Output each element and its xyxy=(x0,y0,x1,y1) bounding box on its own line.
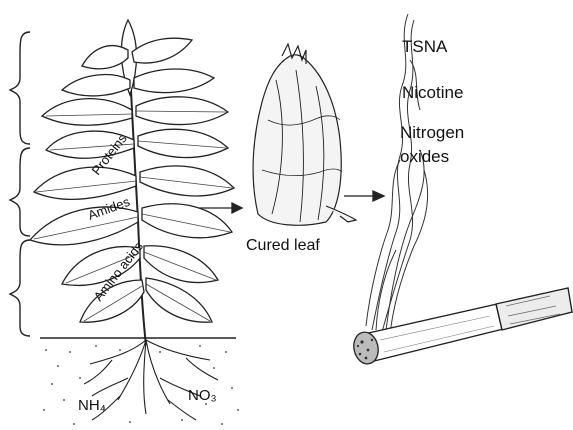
tobacco-plant xyxy=(30,20,234,345)
brace-top xyxy=(10,32,30,144)
leaf xyxy=(134,69,214,93)
cigarette xyxy=(351,288,572,366)
stage-braces xyxy=(10,32,30,336)
leaf xyxy=(146,278,212,322)
brace-middle xyxy=(10,148,30,236)
leaf xyxy=(138,129,228,157)
leaf xyxy=(132,38,192,63)
cured-leaf-bundle xyxy=(253,44,356,225)
leaf xyxy=(82,46,128,69)
label-nitrogen-oxides-line2: oxides xyxy=(400,147,449,166)
cigarette-filter xyxy=(496,288,572,330)
label-ammonium: NH₄ xyxy=(78,397,106,414)
leaf xyxy=(42,99,132,126)
label-cured-leaf: Cured leaf xyxy=(246,237,320,254)
leaf xyxy=(34,167,136,199)
label-nicotine: Nicotine xyxy=(402,83,463,102)
leaf xyxy=(144,246,218,283)
label-nitrogen-oxides-line1: Nitrogen xyxy=(400,123,464,142)
label-nitrate: NO₃ xyxy=(188,387,217,404)
arrow-leaf-to-cigarette xyxy=(344,191,384,201)
brace-bottom xyxy=(10,240,30,336)
smoke-plume xyxy=(366,14,428,334)
leaf xyxy=(30,207,138,245)
leaf xyxy=(142,204,232,238)
leaf xyxy=(140,166,234,196)
leaf xyxy=(136,97,228,125)
label-tsna: TSNA xyxy=(402,37,448,56)
soil-dots xyxy=(43,345,239,425)
leaf xyxy=(62,75,130,96)
